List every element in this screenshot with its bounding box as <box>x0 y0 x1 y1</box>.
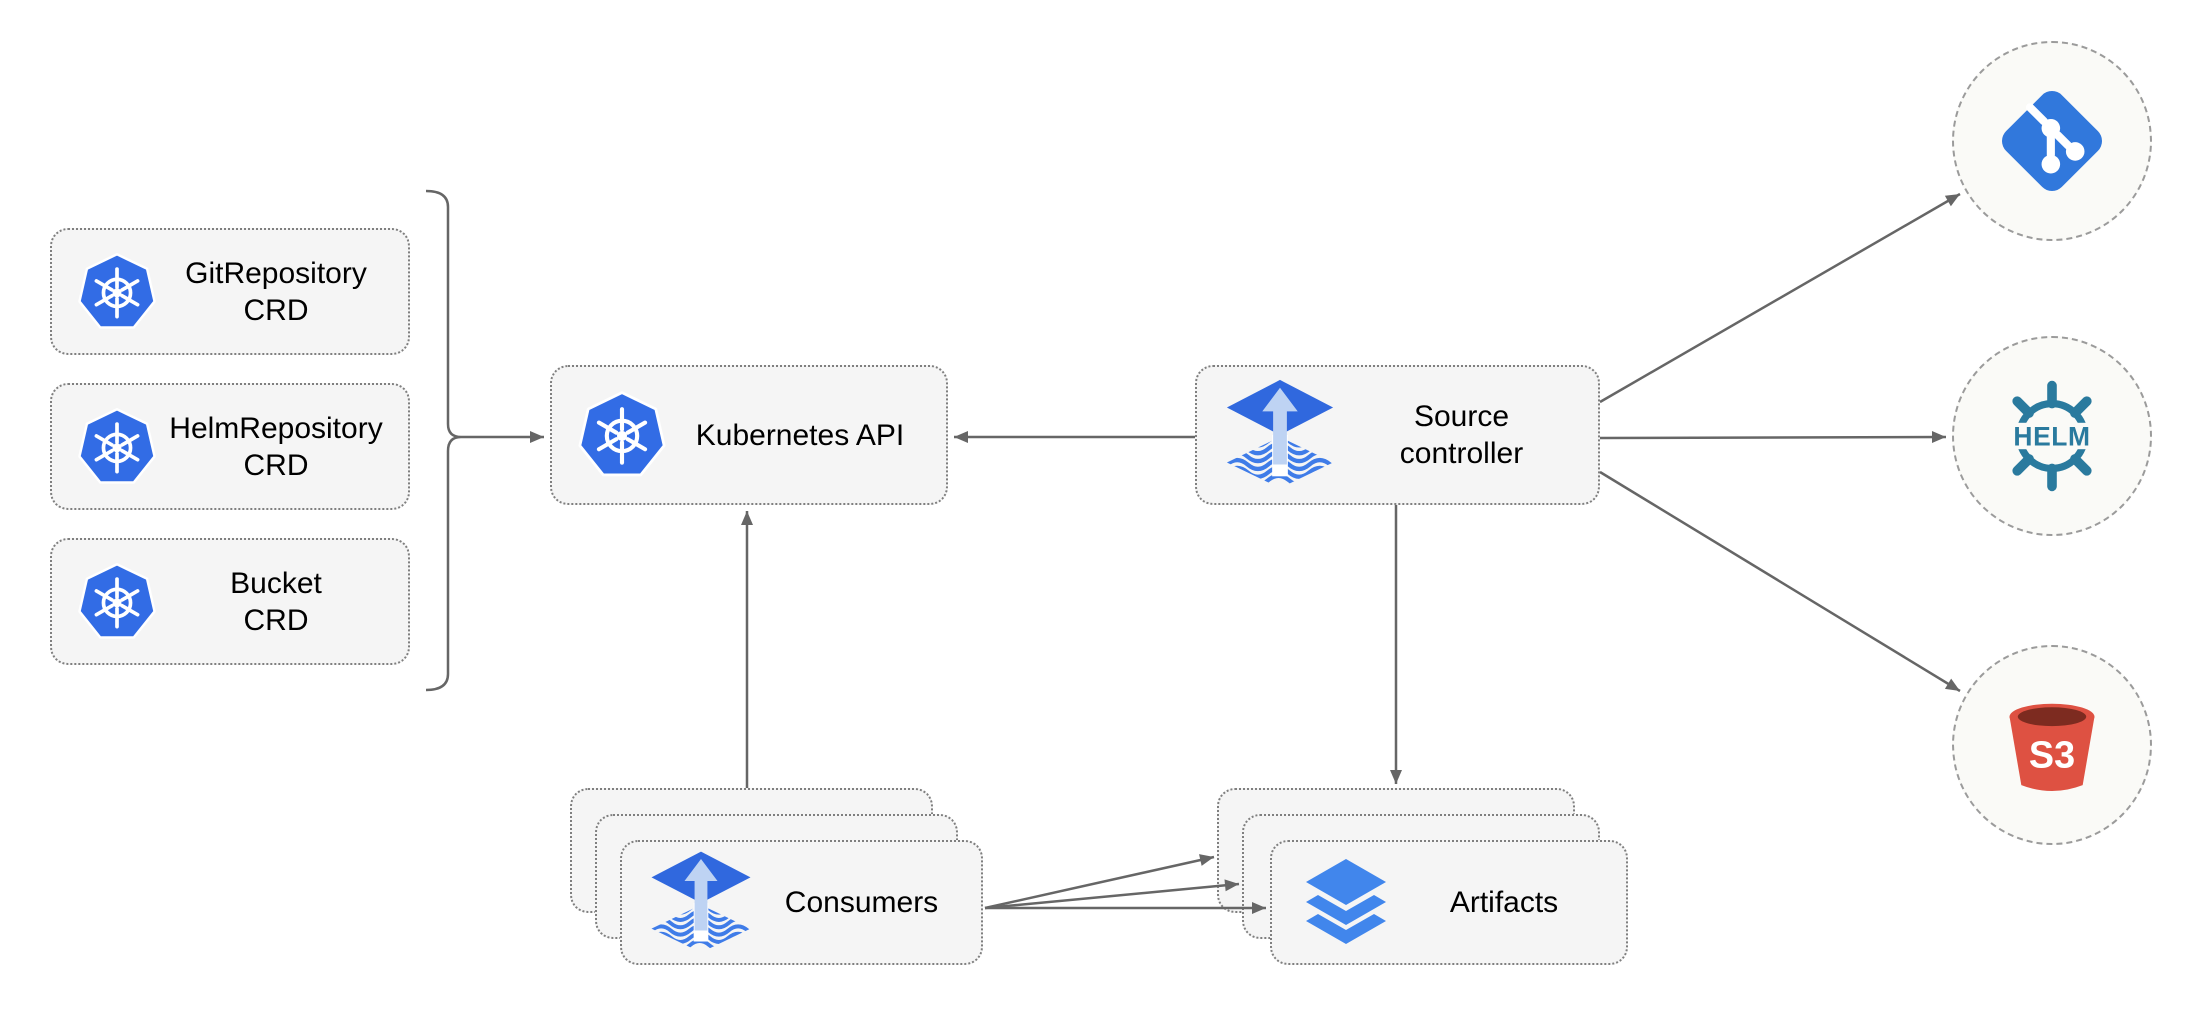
artifacts-box: Artifacts <box>1270 840 1628 965</box>
crd-bracket <box>425 189 462 692</box>
kubernetes-api-label: Kubernetes API <box>695 418 905 452</box>
s3-bucket-icon: S3 <box>1993 686 2111 804</box>
git-icon <box>1994 83 2110 199</box>
edge-consumers-to-artifacts-2 <box>984 879 1240 910</box>
kubernetes-icon <box>576 389 668 481</box>
s3-source-circle: S3 <box>1952 645 2152 845</box>
helm-icon: HELM <box>1992 376 2112 496</box>
kubernetes-api-box: Kubernetes API <box>550 365 948 505</box>
helm-source-circle: HELM <box>1952 336 2152 536</box>
flux-icon <box>646 848 756 958</box>
s3-wordmark: S3 <box>2029 733 2075 775</box>
edge-source-to-git <box>1599 192 1961 404</box>
kubernetes-icon <box>76 406 158 488</box>
flux-icon <box>1221 376 1339 494</box>
helm-wordmark: HELM <box>2013 422 2090 452</box>
edge-consumers-to-artifacts-1 <box>984 854 1215 910</box>
git-source-circle <box>1952 41 2152 241</box>
edge-source-to-s3 <box>1599 470 1961 693</box>
artifacts-label: Artifacts <box>1449 886 1559 919</box>
edge-source-to-helm <box>1599 431 1947 444</box>
kubernetes-icon <box>76 251 158 333</box>
kubernetes-icon <box>76 561 158 643</box>
consumers-box: Consumers <box>620 840 983 965</box>
consumers-label: Consumers <box>784 886 939 919</box>
layers-icon <box>1296 853 1396 953</box>
